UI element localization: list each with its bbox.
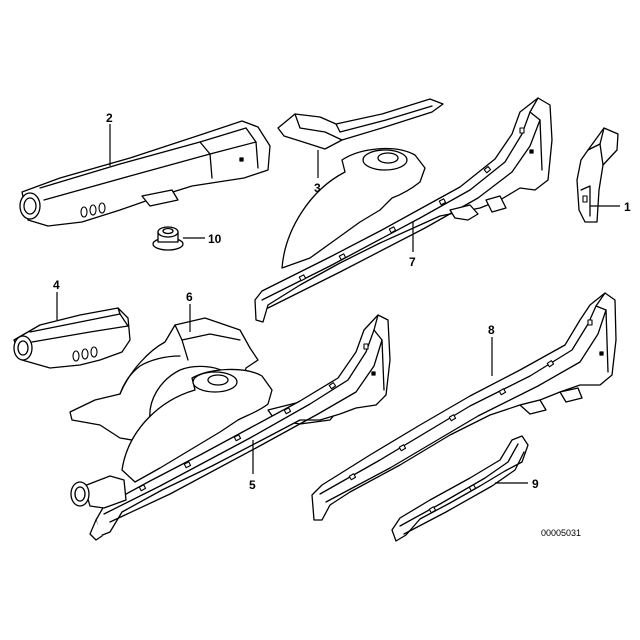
callout-1-label[interactable]: 1 — [624, 200, 631, 214]
part-2-drawing[interactable] — [19, 120, 271, 227]
catalog-number: 00005031 — [541, 528, 581, 538]
part-8-drawing[interactable] — [311, 292, 617, 521]
callout-2-label[interactable]: 2 — [106, 111, 113, 125]
callout-4-label[interactable]: 4 — [53, 278, 60, 292]
part-3-drawing[interactable] — [277, 98, 444, 150]
callout-8-label[interactable]: 8 — [488, 323, 495, 337]
part-5-drawing[interactable] — [70, 314, 391, 541]
callouts: 2 3 1 10 7 4 6 8 5 9 — [53, 111, 631, 492]
callout-10-label[interactable]: 10 — [208, 232, 222, 246]
part-10-drawing[interactable] — [152, 226, 184, 251]
part-4-drawing[interactable] — [13, 307, 131, 369]
part-1-drawing[interactable] — [576, 127, 619, 223]
callout-6-label[interactable]: 6 — [186, 290, 193, 304]
part-9-drawing[interactable] — [391, 435, 529, 542]
callout-9-label[interactable]: 9 — [532, 477, 539, 491]
callout-3-label[interactable]: 3 — [314, 181, 321, 195]
callout-7-label[interactable]: 7 — [409, 255, 416, 269]
part-7-drawing[interactable] — [254, 97, 553, 323]
callout-5-label[interactable]: 5 — [249, 478, 256, 492]
